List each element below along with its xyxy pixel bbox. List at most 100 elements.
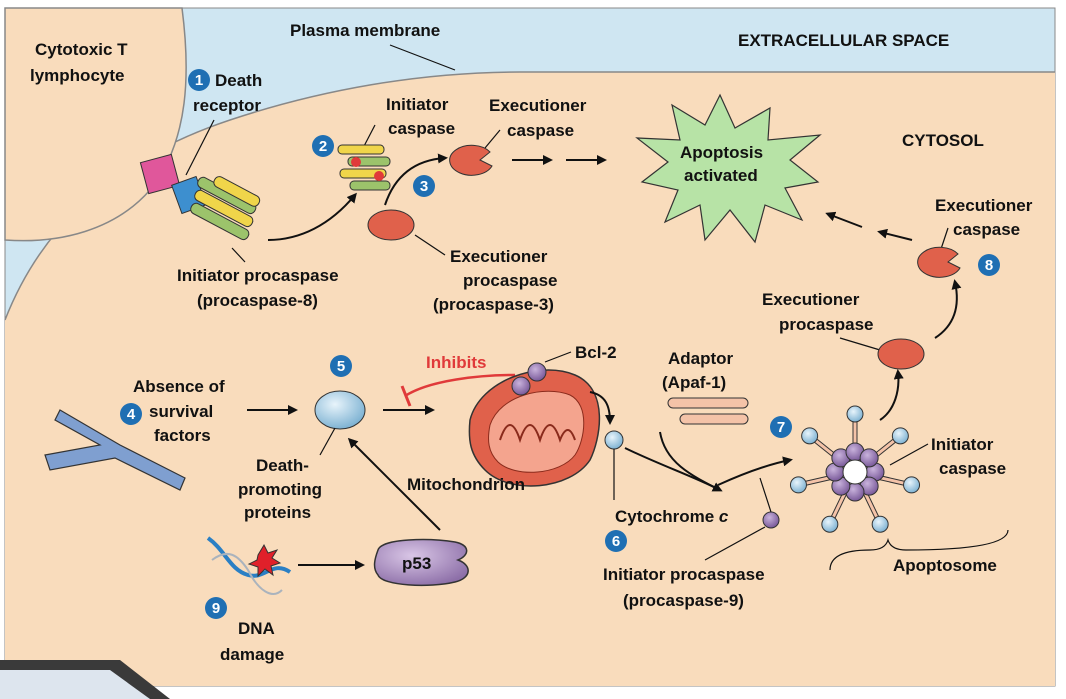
label-mitochondrion: Mitochondrion xyxy=(407,475,525,494)
label-death-promoting-3: proteins xyxy=(244,503,311,522)
label-death-receptor-1: Death xyxy=(215,71,262,90)
label-initiator-procaspase9-1: Initiator procaspase xyxy=(603,565,765,584)
arrow-caspase-to-apoptosis-right-2 xyxy=(825,211,863,228)
apoptosis-activated-starburst xyxy=(635,93,822,244)
initiator-procaspase-9 xyxy=(762,511,780,529)
apoptosome-hub xyxy=(842,459,868,485)
label-cytochrome: Cytochrome c xyxy=(615,507,729,526)
label-initiator-procaspase9-2: (procaspase-9) xyxy=(623,591,744,610)
label-executioner-caspase-right-2: caspase xyxy=(953,220,1020,239)
step-3-badge xyxy=(413,175,435,197)
step-1-badge xyxy=(188,69,210,91)
arrow-mitochondrion-to-cytochrome xyxy=(589,391,615,425)
step-6-badge xyxy=(605,530,627,552)
corner-decoration-light xyxy=(0,670,150,699)
label-executioner-caspase-right-1: Executioner xyxy=(935,196,1033,215)
label-initiator-caspase-top-2: caspase xyxy=(388,119,455,138)
procaspase9-leader xyxy=(704,526,766,561)
plasma-membrane-leader xyxy=(389,44,456,71)
label-executioner-procaspase3-1: Executioner xyxy=(450,247,548,266)
label-initiator-caspase-apoptosome-2: caspase xyxy=(939,459,1006,478)
cytochrome-c-molecule xyxy=(604,430,624,450)
procaspase8-leader xyxy=(231,247,246,263)
label-executioner-procaspase-right-1: Executioner xyxy=(762,290,860,309)
arrow-procaspase-to-caspase-right xyxy=(934,279,962,339)
step-5-number: 5 xyxy=(337,358,345,375)
label-cytotoxic-t-1: Cytotoxic T xyxy=(35,40,128,59)
executioner-caspase-top xyxy=(449,144,493,176)
adaptor-apaf1-bar-2 xyxy=(679,413,749,425)
apoptosome-outer-bead xyxy=(801,427,819,445)
step-6-number: 6 xyxy=(612,533,620,550)
step-3-number: 3 xyxy=(420,178,428,195)
label-death-promoting-1: Death- xyxy=(256,456,309,475)
death-ligand-square xyxy=(139,153,181,195)
initiator-caspase-apoptosome-leader xyxy=(889,443,929,466)
label-cytochrome-text: Cytochrome xyxy=(615,507,719,526)
step-7-number: 7 xyxy=(777,419,785,436)
label-apoptosome: Apoptosome xyxy=(893,556,997,575)
apoptosome-outer-bead xyxy=(846,405,864,423)
label-executioner-procaspase-right-2: procaspase xyxy=(779,315,874,334)
label-executioner-caspase-top-1: Executioner xyxy=(489,96,587,115)
executioner-caspase-right xyxy=(917,246,961,278)
step-9-number: 9 xyxy=(212,600,220,617)
step-4-badge xyxy=(120,403,142,425)
label-initiator-procaspase8-1: Initiator procaspase xyxy=(177,266,339,285)
label-executioner-procaspase3-3: (procaspase-3) xyxy=(433,295,554,314)
arrow-p53-to-death-proteins xyxy=(347,437,441,531)
bcl2-protein-1 xyxy=(511,376,531,396)
apoptosome-outer-bead xyxy=(789,476,807,494)
label-bcl2: Bcl-2 xyxy=(575,343,617,362)
step-7-badge xyxy=(770,416,792,438)
label-adaptor-1: Adaptor xyxy=(668,349,734,368)
apoptosome-outer-bead xyxy=(871,515,889,533)
step-2-badge xyxy=(312,135,334,157)
step-8-badge xyxy=(978,254,1000,276)
p53-protein xyxy=(373,538,469,587)
dna-damage-burst xyxy=(247,543,282,578)
label-apoptosis-1: Apoptosis xyxy=(680,143,763,162)
apoptosome-bracket xyxy=(829,529,1009,571)
label-executioner-procaspase3-2: procaspase xyxy=(463,271,558,290)
survival-factor-receptor-y xyxy=(44,409,186,491)
label-executioner-caspase-top-2: caspase xyxy=(507,121,574,140)
label-dna-1: DNA xyxy=(238,619,275,638)
death-receptor-leader xyxy=(185,119,215,176)
label-dna-2: damage xyxy=(220,645,284,664)
label-absence-2: survival xyxy=(149,402,213,421)
arrow-caspase-to-apoptosis-right-1 xyxy=(877,228,913,241)
label-cytochrome-c-italic: c xyxy=(719,507,729,526)
label-absence-3: factors xyxy=(154,426,211,445)
label-extracellular-space: EXTRACELLULAR SPACE xyxy=(738,31,949,50)
mitochondrion xyxy=(468,369,601,487)
arrow-procaspase3-to-caspase xyxy=(384,153,448,206)
bcl2-protein-2 xyxy=(527,362,547,382)
step-9-badge xyxy=(205,597,227,619)
label-p53: p53 xyxy=(402,554,431,573)
inhibition-bar xyxy=(400,385,412,407)
arrow-to-apoptosome xyxy=(717,456,793,486)
step-4-number: 4 xyxy=(127,406,136,423)
label-death-receptor-2: receptor xyxy=(193,96,261,115)
apoptosome-outer-bead xyxy=(821,515,839,533)
label-initiator-caspase-apoptosome-1: Initiator xyxy=(931,435,994,454)
label-initiator-caspase-top-1: Initiator xyxy=(386,95,449,114)
procaspase9-join-line xyxy=(759,477,772,513)
apoptosome-outer-bead xyxy=(891,427,909,445)
step-2-number: 2 xyxy=(319,138,327,155)
label-plasma-membrane: Plasma membrane xyxy=(290,21,440,40)
step-8-number: 8 xyxy=(985,257,993,274)
label-inhibits: Inhibits xyxy=(426,353,486,372)
label-death-promoting-2: promoting xyxy=(238,480,322,499)
arrow-apoptosome-to-procaspase xyxy=(879,369,904,421)
executioner-caspase-top-leader xyxy=(484,129,501,149)
bcl2-leader xyxy=(544,351,572,363)
bcl2-inhibition-line xyxy=(404,373,516,398)
death-promoting-protein xyxy=(314,390,366,430)
label-cytosol: CYTOSOL xyxy=(902,131,984,150)
apoptosome-initiator-caspase xyxy=(859,448,879,468)
label-apoptosis-2: activated xyxy=(684,166,758,185)
label-absence-1: Absence of xyxy=(133,377,225,396)
